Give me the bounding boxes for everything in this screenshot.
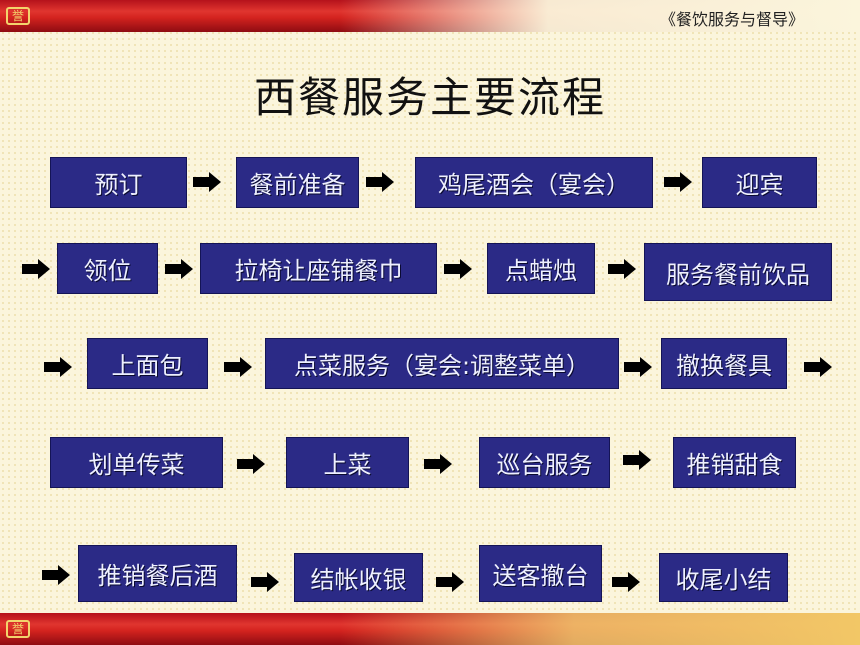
step-box-see-off-clear-table: 送客撤台 bbox=[479, 545, 602, 602]
arrow-right-icon bbox=[608, 259, 636, 279]
step-box-greeting: 迎宾 bbox=[702, 157, 817, 208]
book-title: 《餐饮服务与督导》 bbox=[659, 10, 804, 29]
step-box-light-candles: 点蜡烛 bbox=[487, 243, 595, 294]
arrow-right-icon bbox=[366, 172, 394, 192]
arrow-right-icon bbox=[664, 172, 692, 192]
step-box-chair-napkin: 拉椅让座铺餐巾 bbox=[200, 243, 437, 294]
arrow-right-icon bbox=[424, 454, 452, 474]
step-box-reservation: 预订 bbox=[50, 157, 187, 208]
step-box-change-tableware: 撤换餐具 bbox=[661, 338, 787, 389]
arrow-right-icon bbox=[251, 572, 279, 592]
step-box-sell-desserts: 推销甜食 bbox=[673, 437, 796, 488]
step-box-checkout: 结帐收银 bbox=[294, 553, 423, 602]
step-box-table-patrol: 巡台服务 bbox=[479, 437, 610, 488]
arrow-right-icon bbox=[22, 259, 50, 279]
banner-fade bbox=[340, 613, 860, 645]
bottom-banner: 誉 bbox=[0, 613, 860, 645]
arrow-right-icon bbox=[804, 357, 832, 377]
arrow-right-icon bbox=[44, 357, 72, 377]
logo-icon: 誉 bbox=[6, 620, 30, 638]
step-box-order-taking: 点菜服务（宴会:调整菜单） bbox=[265, 338, 619, 389]
step-box-serve-bread: 上面包 bbox=[87, 338, 208, 389]
arrow-right-icon bbox=[436, 572, 464, 592]
arrow-right-icon bbox=[224, 357, 252, 377]
step-box-wrap-up-summary: 收尾小结 bbox=[659, 553, 788, 602]
step-box-serve-dishes: 上菜 bbox=[286, 437, 409, 488]
logo-icon: 誉 bbox=[6, 7, 30, 25]
arrow-right-icon bbox=[624, 357, 652, 377]
step-box-aperitif-service: 服务餐前饮品 bbox=[644, 243, 832, 301]
arrow-right-icon bbox=[444, 259, 472, 279]
arrow-right-icon bbox=[237, 454, 265, 474]
step-box-seating-guide: 领位 bbox=[57, 243, 158, 294]
step-box-cocktail-party: 鸡尾酒会（宴会） bbox=[415, 157, 653, 208]
step-box-sell-after-dinner-drinks: 推销餐后酒 bbox=[78, 545, 237, 602]
step-box-pass-order: 划单传菜 bbox=[50, 437, 223, 488]
banner-fade bbox=[340, 0, 860, 32]
step-box-pre-meal-prep: 餐前准备 bbox=[236, 157, 359, 208]
arrow-right-icon bbox=[42, 565, 70, 585]
arrow-right-icon bbox=[165, 259, 193, 279]
arrow-right-icon bbox=[623, 450, 651, 470]
arrow-right-icon bbox=[193, 172, 221, 192]
arrow-right-icon bbox=[612, 572, 640, 592]
top-banner: 誉 《餐饮服务与督导》 bbox=[0, 0, 860, 32]
slide-title: 西餐服务主要流程 bbox=[253, 73, 606, 122]
